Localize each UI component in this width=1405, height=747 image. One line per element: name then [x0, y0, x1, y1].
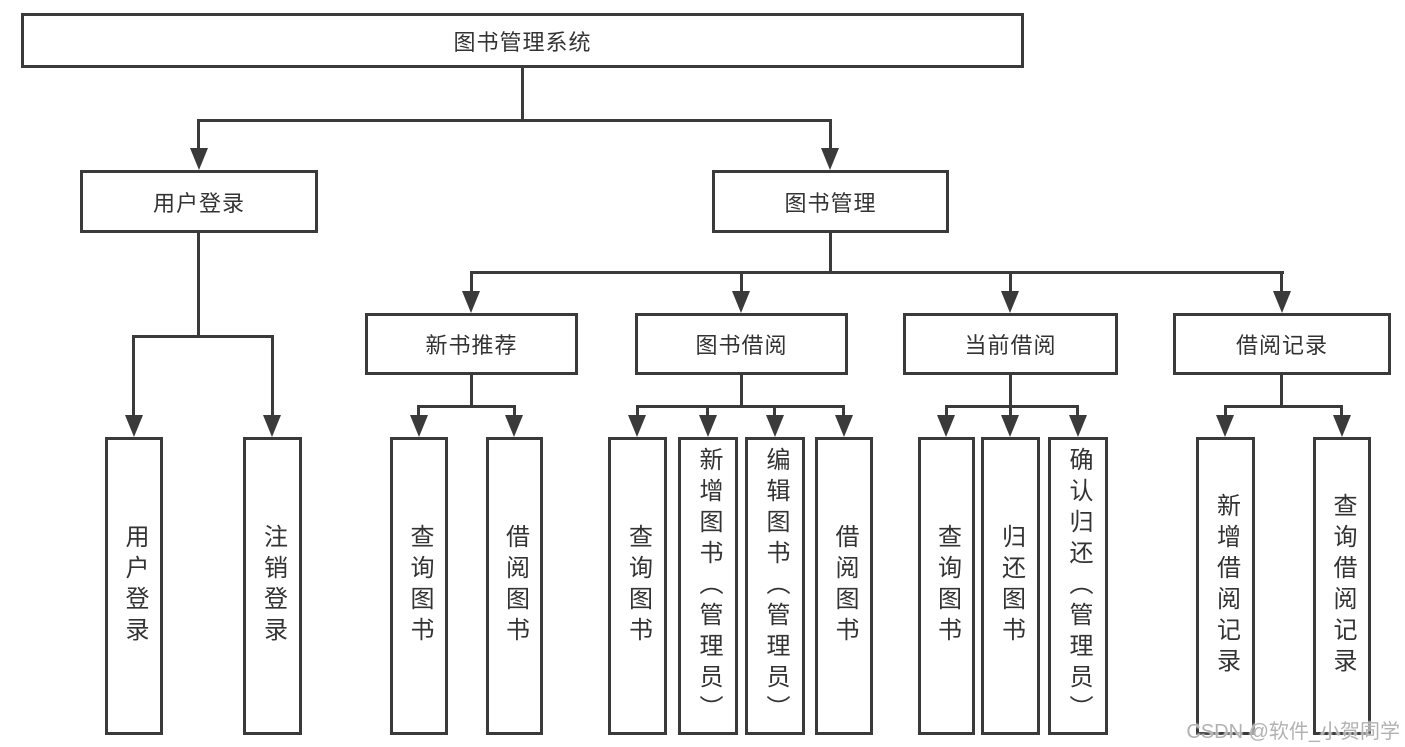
connector-to-user-login	[197, 119, 200, 151]
connector-to-leaf	[1340, 405, 1343, 417]
connector-to-book-mgmt	[829, 119, 832, 151]
connector-root-trunk	[521, 68, 524, 121]
node-label: 图书借阅	[695, 333, 788, 358]
connector-to-leaf	[1224, 405, 1227, 417]
leaf-label: 用户登录	[121, 524, 148, 648]
leaf-borrow-books-recommend: 借阅图书	[486, 437, 543, 735]
arrow-down-icon	[1273, 291, 1291, 313]
connector-level3-bus	[470, 271, 1284, 274]
connector-to-leaf	[636, 405, 639, 417]
leaf-query-books-recommend: 查询图书	[390, 437, 448, 735]
leaf-query-books-borrowing: 查询图书	[608, 437, 667, 735]
leaf-return-books: 归还图书	[981, 437, 1040, 735]
arrow-down-icon	[410, 415, 428, 437]
node-label: 新书推荐	[425, 333, 518, 358]
arrow-down-icon	[462, 291, 480, 313]
arrow-down-icon	[821, 148, 839, 170]
connector-to-leaf	[842, 405, 845, 417]
leaf-label: 借阅图书	[831, 524, 858, 648]
connector-to-leaf	[706, 405, 709, 417]
node-root-system: 图书管理系统	[21, 13, 1024, 68]
leaf-query-books-current: 查询图书	[918, 437, 975, 735]
connector-to-leaf	[513, 405, 516, 417]
connector-to-leaf	[773, 405, 776, 417]
connector-book-borrow-trunk	[740, 375, 743, 407]
arrow-down-icon	[125, 415, 143, 437]
node-new-book-recommend: 新书推荐	[365, 313, 578, 375]
arrow-down-icon	[505, 415, 523, 437]
connector-new-book-trunk	[470, 375, 473, 407]
leaf-label: 查询图书	[406, 524, 433, 648]
leaf-label: 查询图书	[933, 524, 961, 648]
leaf-label: 确认归还（管理员）	[1065, 446, 1092, 726]
arrow-down-icon	[937, 415, 955, 437]
node-book-borrowing: 图书借阅	[635, 313, 848, 375]
connector-user-login-bus	[132, 335, 274, 338]
arrow-down-icon	[1216, 415, 1234, 437]
node-user-login: 用户登录	[80, 170, 318, 233]
connector-to-current-borrow	[1009, 271, 1012, 293]
arrow-down-icon	[1001, 415, 1019, 437]
connector-new-book-bus	[417, 405, 516, 408]
leaf-borrow-books: 借阅图书	[815, 437, 873, 735]
arrow-down-icon	[1069, 415, 1087, 437]
arrow-down-icon	[263, 415, 281, 437]
arrow-down-icon	[190, 148, 208, 170]
connector-book-borrow-bus	[636, 405, 845, 408]
node-label: 图书管理	[784, 190, 877, 216]
leaf-add-borrow-record: 新增借阅记录	[1196, 437, 1255, 735]
connector-book-mgmt-trunk	[829, 233, 832, 273]
connector-borrow-records-trunk	[1280, 375, 1283, 407]
arrow-down-icon	[1001, 291, 1019, 313]
node-label: 图书管理系统	[453, 29, 592, 55]
connector-to-new-book	[470, 271, 473, 293]
connector-to-book-borrow	[740, 271, 743, 293]
connector-borrow-records-bus	[1224, 405, 1342, 408]
connector-to-leaf-logout	[271, 335, 274, 417]
node-book-management: 图书管理	[712, 170, 949, 233]
connector-to-leaf	[417, 405, 420, 417]
leaf-label: 编辑图书（管理员）	[762, 446, 789, 726]
node-label: 当前借阅	[964, 333, 1057, 358]
leaf-label: 新增借阅记录	[1212, 493, 1240, 679]
leaf-add-books-admin: 新增图书（管理员）	[678, 437, 738, 735]
connector-to-leaf-user-login	[132, 335, 135, 417]
leaf-confirm-return-admin: 确认归还（管理员）	[1048, 437, 1108, 735]
arrow-down-icon	[628, 415, 646, 437]
leaf-query-borrow-record: 查询借阅记录	[1313, 437, 1371, 735]
connector-user-login-trunk	[197, 233, 200, 337]
leaf-label: 查询图书	[624, 524, 652, 648]
csdn-watermark: CSDN @软件_小贺同学	[1186, 721, 1400, 743]
node-borrowing-records: 借阅记录	[1173, 313, 1391, 375]
leaf-user-login: 用户登录	[105, 437, 163, 735]
connector-to-borrow-records	[1280, 271, 1283, 293]
connector-level2-bus	[197, 119, 832, 122]
arrow-down-icon	[835, 415, 853, 437]
leaf-label: 归还图书	[997, 524, 1025, 648]
leaf-label: 新增图书（管理员）	[695, 446, 722, 726]
connector-to-leaf	[1009, 405, 1012, 417]
arrow-down-icon	[699, 415, 717, 437]
node-label: 借阅记录	[1235, 333, 1328, 358]
connector-to-leaf	[945, 405, 948, 417]
leaf-label: 注销登录	[259, 524, 287, 648]
leaf-label: 查询借阅记录	[1329, 493, 1356, 679]
arrow-down-icon	[766, 415, 784, 437]
connector-to-leaf	[1076, 405, 1079, 417]
leaf-label: 借阅图书	[501, 524, 529, 648]
arrow-down-icon	[1333, 415, 1351, 437]
connector-current-borrow-trunk	[1009, 375, 1012, 407]
node-label: 用户登录	[152, 190, 245, 216]
arrow-down-icon	[732, 291, 750, 313]
node-current-borrowing: 当前借阅	[903, 313, 1118, 375]
leaf-logout: 注销登录	[243, 437, 302, 735]
leaf-edit-books-admin: 编辑图书（管理员）	[745, 437, 805, 735]
